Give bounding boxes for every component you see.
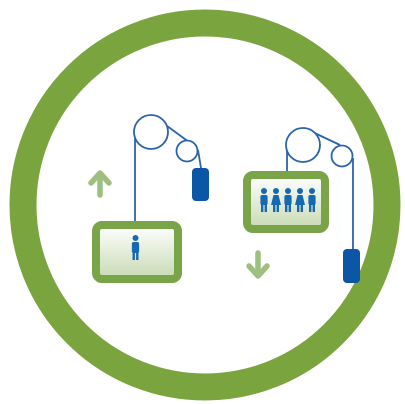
outer-ring [9,9,401,401]
left-small-pulley [175,139,199,163]
person-icon [131,235,140,260]
right-elevator [243,127,360,283]
left-large-pulley [133,114,169,150]
left-weight-cable [197,149,202,169]
arrow-down-icon [246,250,270,279]
passengers-group [260,188,316,212]
person-icon [260,188,268,212]
person-icon [295,188,305,212]
left-elevator [88,114,209,283]
person-icon [271,188,281,212]
person-icon [308,188,316,212]
arrow-up-icon [88,170,112,198]
person-icon [284,188,292,212]
right-counterweight [343,249,360,283]
right-large-pulley [285,127,321,163]
left-counterweight [192,168,209,201]
right-small-pulley [330,144,354,168]
